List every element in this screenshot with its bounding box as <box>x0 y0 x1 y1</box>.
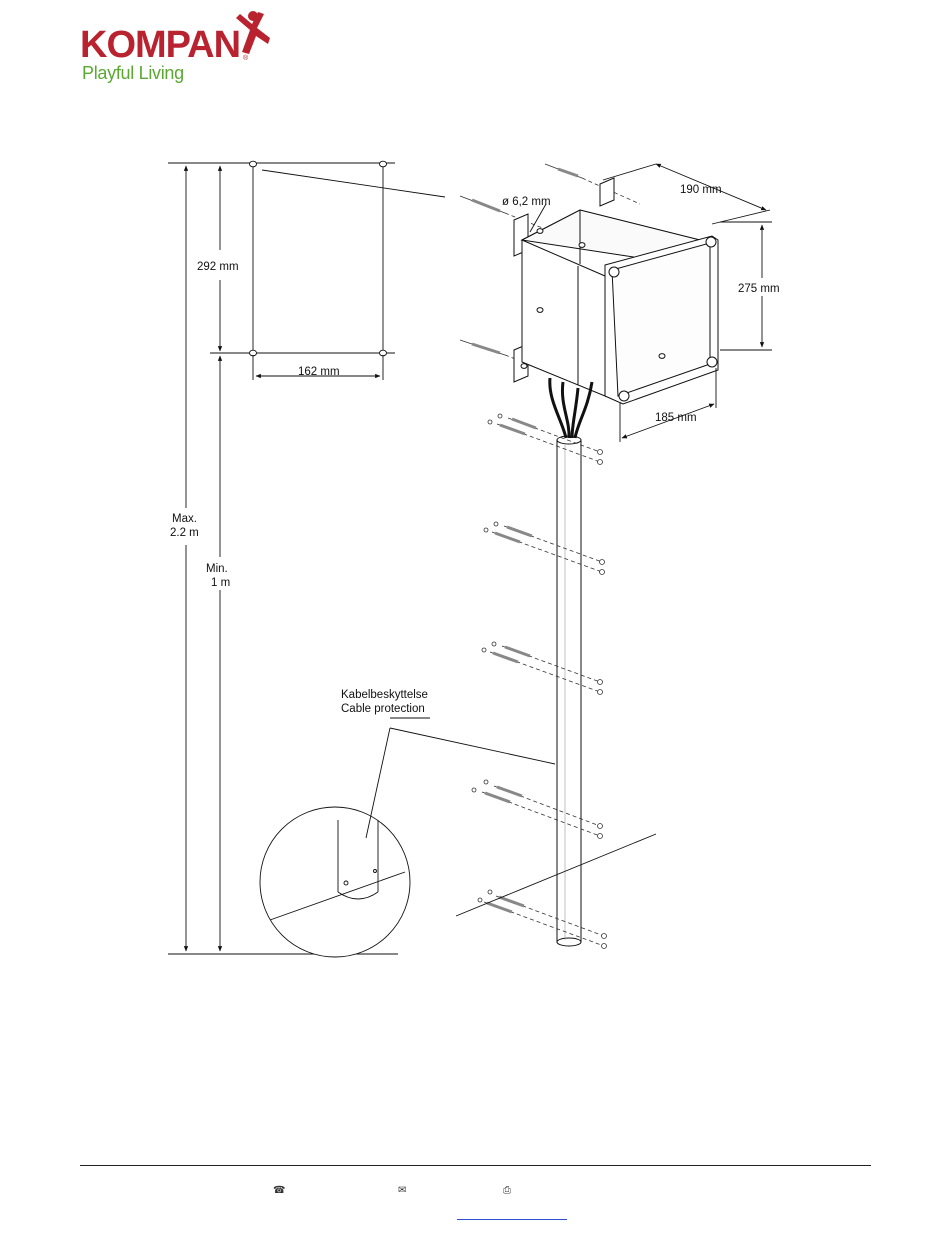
pipe-clamp-screws <box>472 414 607 949</box>
phone-icon: ☎ <box>273 1186 285 1196</box>
email-icon: ✉ <box>398 1186 406 1196</box>
website-link[interactable] <box>457 1206 567 1220</box>
label-hole-horizontal: 162 mm <box>298 366 340 378</box>
cable-protection-pipe <box>550 378 592 946</box>
label-hole-diameter: ø 6,2 mm <box>502 196 551 208</box>
label-max-height-2: 2.2 m <box>170 527 199 539</box>
hole-pattern <box>250 161 446 380</box>
label-max-height-1: Max. <box>172 513 197 525</box>
label-box-width: 190 mm <box>680 184 722 196</box>
label-cable-protection-1: Kabelbeskyttelse <box>341 689 428 701</box>
enclosure-box <box>460 164 718 404</box>
footer-rule <box>80 1165 871 1166</box>
fax-icon: ⎙ <box>503 1186 511 1196</box>
ground-line <box>456 834 656 916</box>
label-hole-vertical: 292 mm <box>197 261 239 273</box>
label-box-depth: 185 mm <box>655 412 697 424</box>
label-min-height-2: 1 m <box>211 577 230 589</box>
label-min-height-1: Min. <box>206 563 228 575</box>
label-box-height: 275 mm <box>738 283 780 295</box>
label-cable-protection-2: Cable protection <box>341 703 425 715</box>
detail-callout <box>260 718 555 957</box>
